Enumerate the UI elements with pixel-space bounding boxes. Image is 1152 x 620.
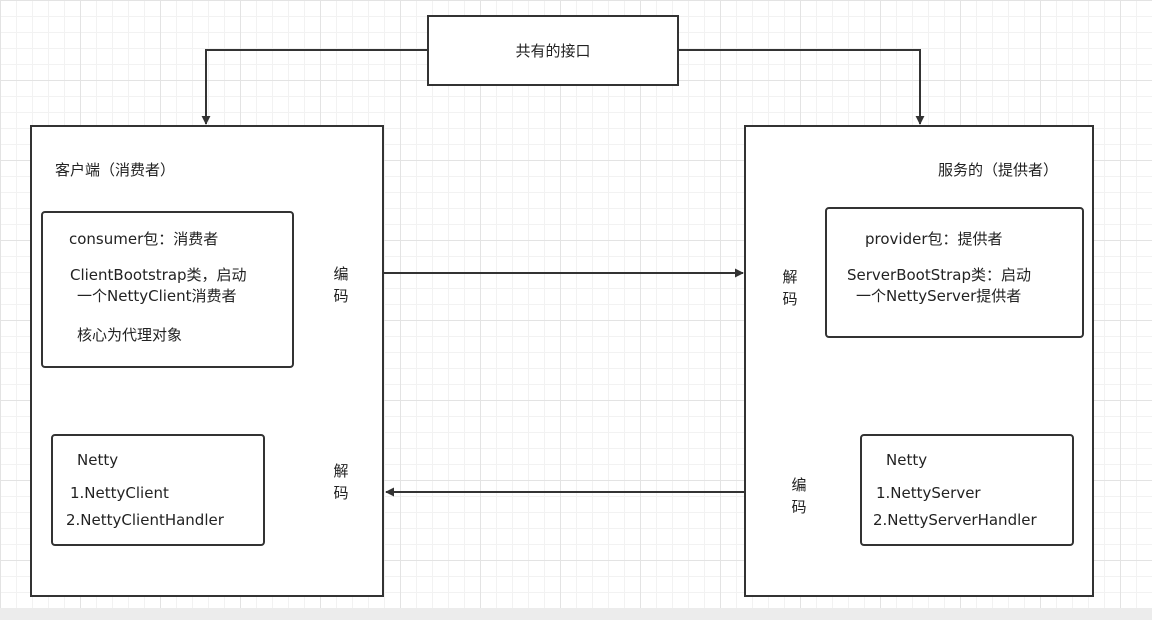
decode-label-client-recv-top: 解 xyxy=(333,462,349,480)
encode-label-server-send: 编 码 xyxy=(789,474,809,518)
server-netty-box[interactable]: Netty 1.NettyServer 2.NettyServerHandler xyxy=(860,434,1074,546)
decode-label-client-recv-bottom: 码 xyxy=(333,484,349,502)
encode-label-client-send-top: 编 xyxy=(333,265,349,283)
client-panel-title: 客户端（消费者） xyxy=(55,161,176,179)
decode-label-client-recv: 解 码 xyxy=(331,460,351,504)
client-netty-box[interactable]: Netty 1.NettyClient 2.NettyClientHandler xyxy=(51,434,265,546)
server-netty-title: Netty xyxy=(886,451,928,469)
server-bootstrap-line1: ServerBootStrap类：启动 xyxy=(847,266,1031,284)
scrollbar-track xyxy=(0,608,1152,620)
provider-package-title: provider包：提供者 xyxy=(865,230,1003,248)
server-bootstrap-line2: 一个NettyServer提供者 xyxy=(856,287,1022,305)
server-panel[interactable]: 服务的（提供者） provider包：提供者 ServerBootStrap类：… xyxy=(744,125,1094,597)
client-netty-item-2: 2.NettyClientHandler xyxy=(66,511,224,529)
encode-label-client-send: 编 码 xyxy=(331,263,351,307)
client-netty-item-1: 1.NettyClient xyxy=(70,484,169,502)
interface-label: 共有的接口 xyxy=(515,42,591,60)
client-bootstrap-line2: 一个NettyClient消费者 xyxy=(77,287,237,305)
server-netty-item-1: 1.NettyServer xyxy=(876,484,981,502)
server-panel-title: 服务的（提供者） xyxy=(938,161,1059,179)
decode-label-server-recv-bottom: 码 xyxy=(782,290,798,308)
client-netty-title: Netty xyxy=(77,451,119,469)
decode-label-server-recv-top: 解 xyxy=(782,268,798,286)
consumer-package-title: consumer包：消费者 xyxy=(69,230,219,248)
server-netty-item-2: 2.NettyServerHandler xyxy=(873,511,1037,529)
client-bootstrap-line1: ClientBootstrap类，启动 xyxy=(70,266,247,284)
decode-label-server-recv: 解 码 xyxy=(780,266,800,310)
proxy-object-note: 核心为代理对象 xyxy=(77,326,183,344)
consumer-package-box[interactable]: consumer包：消费者 ClientBootstrap类，启动 一个Nett… xyxy=(41,211,294,368)
provider-package-box[interactable]: provider包：提供者 ServerBootStrap类：启动 一个Nett… xyxy=(825,207,1084,338)
encode-label-server-send-top: 编 xyxy=(791,476,807,494)
client-panel[interactable]: 客户端（消费者） consumer包：消费者 ClientBootstrap类，… xyxy=(30,125,384,597)
interface-box[interactable]: 共有的接口 xyxy=(427,15,679,86)
encode-label-client-send-bottom: 码 xyxy=(333,287,349,305)
encode-label-server-send-bottom: 码 xyxy=(791,498,807,516)
